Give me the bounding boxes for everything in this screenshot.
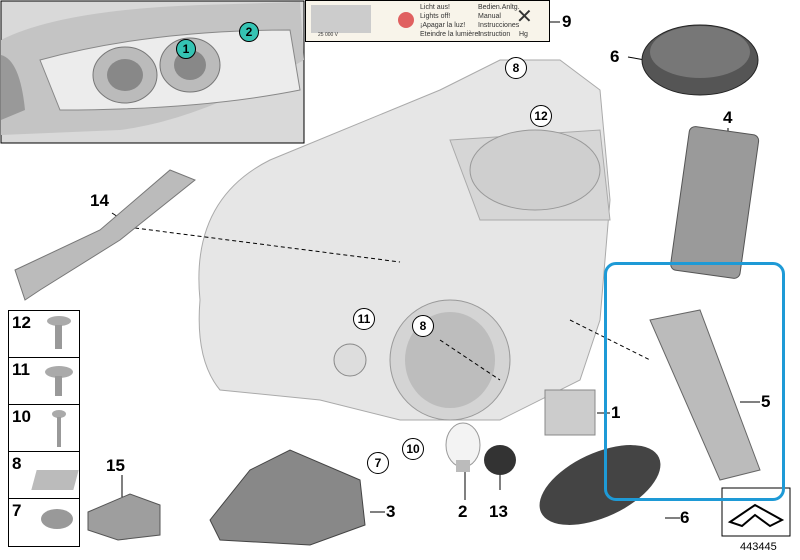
- cover-6-bottom: [539, 445, 661, 525]
- ballast-1: [544, 389, 596, 436]
- highlight-frame: [604, 262, 785, 501]
- box-15: [87, 475, 161, 541]
- part-number: 12: [12, 313, 31, 332]
- small-part-8: 8: [8, 451, 80, 500]
- label-text: Manual: [478, 13, 501, 20]
- callout-10: 10: [402, 438, 424, 460]
- part-number-14: 14: [90, 191, 109, 210]
- part-number-6-bottom: 6: [680, 508, 690, 527]
- part-number-6: 6: [610, 47, 620, 66]
- part-number-4: 4: [723, 108, 733, 127]
- cover-6-top: [641, 24, 759, 96]
- label-text: Instruction: [478, 31, 511, 38]
- callout-11: 11: [353, 308, 375, 330]
- inset-callout-1: 1: [176, 39, 196, 59]
- part-number: 11: [12, 360, 30, 379]
- lamp-shock-icon: [311, 5, 371, 33]
- label-text: Lights off!: [420, 13, 451, 20]
- part-number: 7: [12, 501, 22, 520]
- small-part-12: 12: [8, 310, 80, 359]
- module-5: [649, 309, 761, 481]
- inset-callout-2: 2: [239, 22, 259, 42]
- bracket-14: [14, 169, 196, 301]
- small-part-10: 10: [8, 404, 80, 453]
- voltage-text: 25 000 V: [318, 32, 339, 38]
- callout-8-top: 8: [505, 57, 527, 79]
- part-number-15: 15: [106, 456, 125, 475]
- label-text: Instrucciones: [478, 22, 520, 29]
- label-text: Bedien.Anltg.: [478, 4, 520, 11]
- part-number-13: 13: [489, 502, 508, 521]
- part-number-9: 9: [562, 12, 572, 31]
- control-unit-4: [670, 126, 760, 279]
- crossed-bin-icon: ✕: [516, 6, 533, 28]
- label-text: Licht aus!: [420, 4, 450, 11]
- hg-text: Hg: [519, 31, 528, 38]
- part-number: 10: [12, 407, 31, 426]
- part-number: 8: [12, 454, 22, 473]
- callout-8-mid: 8: [412, 315, 434, 337]
- small-part-7: 7: [8, 498, 80, 547]
- label-text: ¡Apagar la luz!: [420, 22, 466, 29]
- inset-car-headlight: [0, 0, 305, 144]
- heatsink-3: [209, 449, 366, 546]
- callout-7: 7: [367, 452, 389, 474]
- callout-12-top: 12: [530, 105, 552, 127]
- part-number-1: 1: [611, 403, 621, 422]
- bulb-2: [445, 422, 481, 472]
- part-number-2: 2: [458, 502, 468, 521]
- part-number-3: 3: [386, 502, 396, 521]
- warning-label: 25 000 V Licht aus! Lights off! ¡Apagar …: [305, 0, 550, 42]
- no-touch-icon: [398, 12, 414, 28]
- cap-13: [484, 445, 516, 475]
- label-text: Eteindre la lumière!: [420, 31, 481, 38]
- diagram-id: 443445: [740, 541, 777, 553]
- part-number-5: 5: [761, 392, 771, 411]
- small-part-11: 11: [8, 357, 80, 406]
